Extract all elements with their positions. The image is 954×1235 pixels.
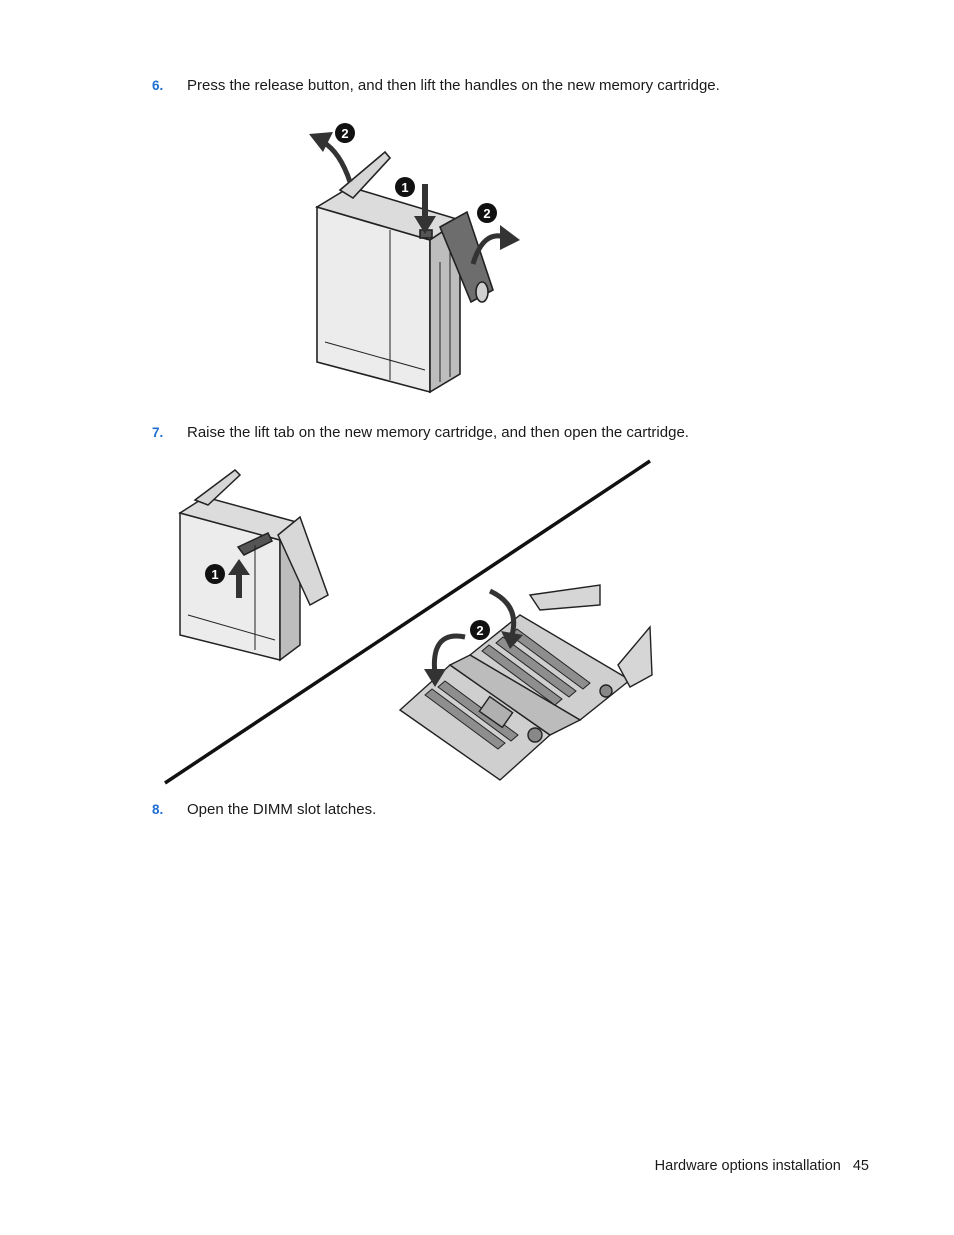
callout-2-left: 2 xyxy=(335,123,355,143)
footer-section-title: Hardware options installation xyxy=(654,1158,841,1174)
page-number: 45 xyxy=(852,1158,869,1174)
motion-arrows xyxy=(309,132,520,265)
callout-2-right: 2 xyxy=(477,203,497,223)
lift-arrow xyxy=(228,559,250,598)
svg-text:2: 2 xyxy=(341,126,348,141)
callout-1: 1 xyxy=(205,564,225,584)
svg-text:2: 2 xyxy=(483,206,490,221)
step-number: 7. xyxy=(152,425,164,440)
svg-text:1: 1 xyxy=(211,567,218,582)
cartridge-open-illustration xyxy=(398,584,653,781)
step-text: Raise the lift tab on the new memory car… xyxy=(187,424,689,441)
callout-1: 1 xyxy=(395,177,415,197)
divider-line xyxy=(164,459,651,785)
figure-lift-tab-open: 1 2 xyxy=(164,459,653,785)
step-number: 6. xyxy=(152,78,164,93)
callout-2: 2 xyxy=(470,620,490,640)
svg-text:2: 2 xyxy=(476,623,483,638)
step-text: Open the DIMM slot latches. xyxy=(187,801,377,818)
cartridge-closed-illustration xyxy=(178,469,329,662)
step-number: 8. xyxy=(152,802,164,817)
page-footer: Hardware options installation 45 xyxy=(655,1158,869,1174)
figure-release-handles: 2 1 2 xyxy=(309,123,520,394)
open-arrows xyxy=(424,588,523,687)
step-text: Press the release button, and then lift … xyxy=(187,77,720,94)
svg-text:1: 1 xyxy=(401,180,408,195)
